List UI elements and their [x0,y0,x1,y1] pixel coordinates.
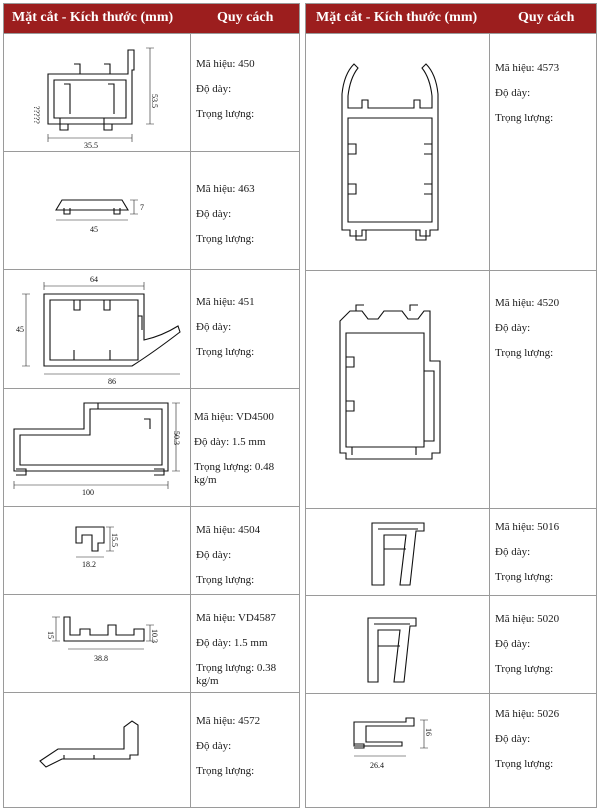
dim-label-45: 45 [90,225,98,234]
dim-label-10-3: 10.3 [150,629,159,643]
code-450: Mã hiệu: 450 [196,58,255,70]
weight-4504: Trọng lượng: [196,574,255,586]
profile-drawing-5016 [306,509,489,595]
dim-label-100: 100 [82,488,94,497]
profile-drawing-5020 [306,596,489,693]
weight-4572: Trọng lượng: [196,765,255,777]
weight-vd4587: Trọng lượng: 0.38 kg/m [196,662,277,687]
profile-row-5026: 16 26.4 Mã hiệu: 5026 Độ dày: Trọng lượn… [306,693,596,809]
profile-drawing-5026: 16 26.4 [306,694,489,809]
code-4572: Mã hiệu: 4572 [196,715,261,727]
spec-block-vd4587: Mã hiệu: VD4587 Độ dày: 1.5 mm Trọng lượ… [196,612,299,700]
code-4573: Mã hiệu: 4573 [495,62,560,74]
spec-block-4520: Mã hiệu: 4520 Độ dày: Trọng lượng: [495,297,559,372]
profile-drawing-4572 [4,693,190,809]
profile-row-vd4587: 15 10.3 38.8 Mã hiệu: VD4587 Độ dày: 1.5… [4,594,299,692]
thickness-5020: Độ dày: [495,638,531,650]
thickness-463: Độ dày: [196,208,232,220]
dim-label-unreadable: ????? [32,106,41,124]
dim-label-15: 15 [46,631,55,639]
code-463: Mã hiệu: 463 [196,183,255,195]
weight-451: Trọng lượng: [196,346,255,358]
profile-drawing-vd4587: 15 10.3 38.8 [4,595,190,692]
weight-4573: Trọng lượng: [495,112,554,124]
column-divider-right [489,33,490,807]
spec-block-4504: Mã hiệu: 4504 Độ dày: Trọng lượng: [196,524,260,599]
dim-label-45-h: 45 [16,325,24,334]
dim-label-64: 64 [90,275,98,284]
code-451: Mã hiệu: 451 [196,296,255,308]
weight-5016: Trọng lượng: [495,571,554,583]
code-5026: Mã hiệu: 5026 [495,708,560,720]
header-section-label-right: Mặt cắt - Kích thước (mm) [316,10,478,25]
weight-vd4500: Trọng lượng: 0.48 kg/m [194,461,275,486]
dim-label-18-2: 18.2 [82,560,96,569]
dim-label-26-4: 26.4 [370,761,384,770]
profile-row-vd4500: 50.3 100 Mã hiệu: VD4500 Độ dày: 1.5 mm … [4,388,299,506]
profile-drawing-451: 64 45 86 [4,270,190,388]
spec-block-451: Mã hiệu: 451 Độ dày: Trọng lượng: [196,296,255,371]
code-5020: Mã hiệu: 5020 [495,613,560,625]
thickness-4520: Độ dày: [495,322,531,334]
spec-block-5026: Mã hiệu: 5026 Độ dày: Trọng lượng: [495,708,559,783]
spec-block-4573: Mã hiệu: 4573 Độ dày: Trọng lượng: [495,62,559,137]
dim-label-86: 86 [108,377,116,386]
code-5016: Mã hiệu: 5016 [495,521,560,533]
code-vd4500: Mã hiệu: VD4500 [194,411,274,423]
thickness-4572: Độ dày: [196,740,232,752]
thickness-5026: Độ dày: [495,733,531,745]
weight-4520: Trọng lượng: [495,347,554,359]
profile-drawing-463: 45 7 [4,152,190,269]
profile-row-5020: Mã hiệu: 5020 Độ dày: Trọng lượng: [306,595,596,693]
profile-row-463: 45 7 Mã hiệu: 463 Độ dày: Trọng lượng: [4,151,299,269]
spec-block-450: Mã hiệu: 450 Độ dày: Trọng lượng: [196,58,255,133]
profile-row-451: 64 45 86 Mã hiệu: 451 Độ dày: Trọng lượn… [4,269,299,388]
profile-drawing-vd4500: 50.3 100 [4,389,190,506]
profile-row-4573: Mã hiệu: 4573 Độ dày: Trọng lượng: [306,33,596,270]
dim-label-15-5: 15.5 [110,533,119,547]
weight-5026: Trọng lượng: [495,758,554,770]
right-profile-table: Mặt cắt - Kích thước (mm) Quy cách Mã hi… [305,3,597,808]
header-spec-label-right: Quy cách [518,10,575,25]
spec-block-4572: Mã hiệu: 4572 Độ dày: Trọng lượng: [196,715,260,790]
thickness-vd4587: Độ dày: 1.5 mm [196,637,268,649]
spec-block-5016: Mã hiệu: 5016 Độ dày: Trọng lượng: [495,521,559,596]
weight-450: Trọng lượng: [196,108,255,120]
thickness-vd4500: Độ dày: 1.5 mm [194,436,266,448]
dim-label-50-3: 50.3 [172,431,181,445]
profile-drawing-450: 53.5 35.5 ????? [4,34,190,151]
profile-row-4504: 15.5 18.2 Mã hiệu: 4504 Độ dày: Trọng lư… [4,506,299,594]
left-table-header: Mặt cắt - Kích thước (mm) Quy cách [4,4,299,33]
dim-label-7: 7 [140,203,144,212]
spec-block-5020: Mã hiệu: 5020 Độ dày: Trọng lượng: [495,613,559,688]
code-4520: Mã hiệu: 4520 [495,297,560,309]
dim-label-35-5: 35.5 [84,141,98,150]
code-4504: Mã hiệu: 4504 [196,524,261,536]
dim-label-38-8: 38.8 [94,654,108,663]
profile-row-4520: Mã hiệu: 4520 Độ dày: Trọng lượng: [306,270,596,508]
profile-row-5016: Mã hiệu: 5016 Độ dày: Trọng lượng: [306,508,596,595]
column-divider [190,33,191,807]
header-section-label: Mặt cắt - Kích thước (mm) [12,10,174,25]
dim-label-53-5: 53.5 [150,94,159,108]
profile-drawing-4573 [306,34,489,270]
spec-block-463: Mã hiệu: 463 Độ dày: Trọng lượng: [196,183,255,258]
left-profile-table: Mặt cắt - Kích thước (mm) Quy cách 53.5 … [3,3,300,808]
weight-5020: Trọng lượng: [495,663,554,675]
code-vd4587: Mã hiệu: VD4587 [196,612,276,624]
thickness-5016: Độ dày: [495,546,531,558]
profile-row-4572: Mã hiệu: 4572 Độ dày: Trọng lượng: [4,692,299,809]
weight-463: Trọng lượng: [196,233,255,245]
header-spec-label: Quy cách [217,10,274,25]
profile-drawing-4520 [306,271,489,508]
profile-row-450: 53.5 35.5 ????? Mã hiệu: 450 Độ dày: Trọ… [4,33,299,151]
right-table-header: Mặt cắt - Kích thước (mm) Quy cách [306,4,596,33]
thickness-4573: Độ dày: [495,87,531,99]
spec-block-vd4500: Mã hiệu: VD4500 Độ dày: 1.5 mm Trọng lượ… [194,411,299,499]
dim-label-16: 16 [424,728,433,736]
thickness-4504: Độ dày: [196,549,232,561]
profile-drawing-4504: 15.5 18.2 [4,507,190,594]
thickness-450: Độ dày: [196,83,232,95]
thickness-451: Độ dày: [196,321,232,333]
